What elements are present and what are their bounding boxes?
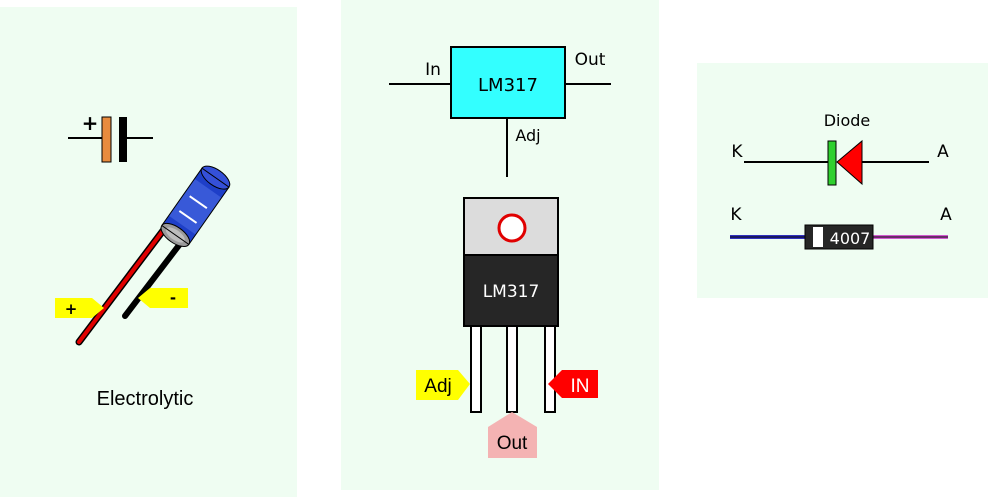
diode-schematic-symbol [744, 139, 929, 186]
regulator-in-label: In [425, 60, 441, 80]
pin-adj-lead [470, 325, 482, 413]
mounting-hole [497, 213, 527, 243]
pin-in-lead [544, 325, 556, 413]
capacitor-minus-tag [138, 288, 188, 308]
cathode-band [813, 227, 823, 247]
lm317-to220-package [463, 197, 559, 413]
lm317-schematic-symbol [389, 46, 611, 177]
pin-out-tag-label: Out [497, 433, 528, 454]
pin-out-lead [506, 325, 518, 413]
capacitor-minus-tag-label: - [170, 289, 176, 307]
pin-adj-tag-label: Adj [424, 376, 451, 397]
pin-in-tag-label: IN [571, 376, 590, 397]
diode-title: Diode [824, 111, 871, 130]
diode-1n4007-package [730, 224, 948, 250]
capacitor-symbol: + [68, 111, 153, 163]
diode-package-label: 4007 [830, 229, 871, 248]
pin-adj-tag [416, 370, 470, 400]
lm317-package-label: LM317 [483, 282, 540, 302]
regulator-adj-label: Adj [515, 126, 540, 145]
diode-package-k-label: K [730, 205, 742, 225]
diode-panel [697, 63, 988, 298]
pin-out-tag [488, 412, 537, 458]
lm317-symbol-label: LM317 [478, 75, 538, 96]
capacitor-plus-symbol: + [82, 111, 99, 135]
regulator-out-label: Out [575, 50, 606, 70]
capacitor-caption: Electrolytic [97, 388, 194, 410]
capacitor-plus-tag [55, 298, 104, 318]
diode-symbol-k-label: K [731, 142, 743, 162]
electrolytic-capacitor-illustration: + - [55, 165, 231, 346]
diode-package-a-label: A [940, 205, 952, 225]
capacitor-plus-tag-label: + [65, 300, 78, 318]
diode-symbol-a-label: A [937, 142, 949, 162]
pin-in-tag [548, 370, 598, 398]
